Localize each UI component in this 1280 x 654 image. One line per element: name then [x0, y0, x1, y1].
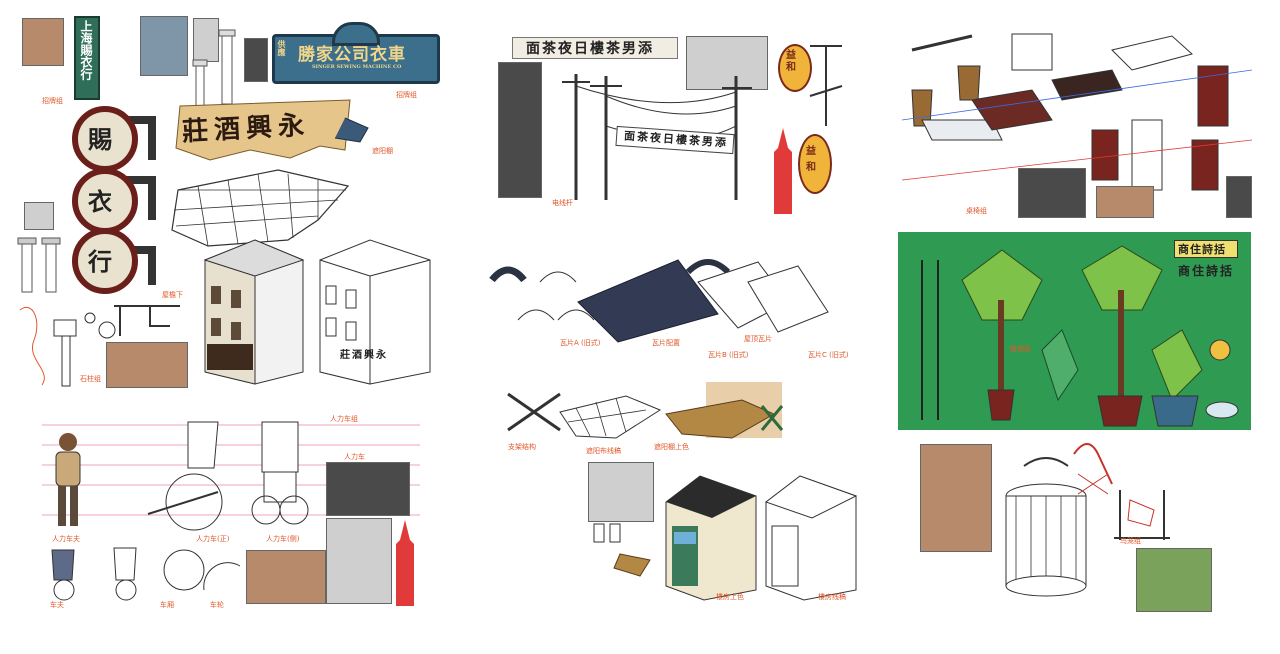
cloth-banner [175, 99, 369, 161]
red-silhouette [774, 128, 792, 214]
rickshaw-parts [51, 547, 241, 601]
note-label: 人力车 [344, 453, 365, 461]
gold-round-sign [778, 44, 812, 92]
note-label: 鸟笼组 [1120, 537, 1141, 545]
gold-round-sign [798, 134, 832, 194]
round-sign-char: 行 [88, 247, 112, 276]
note-label: 电线杆 [552, 199, 573, 207]
reference-photo [193, 18, 219, 62]
note-label: 人力车(正) [196, 535, 230, 543]
reference-photo [246, 550, 326, 604]
note-label: 车轮 [210, 601, 224, 609]
building-colored [203, 239, 305, 385]
awning-colored [665, 399, 784, 439]
round-sign-char: 衣 [88, 187, 112, 216]
building-lineart [764, 475, 858, 601]
ornament-sketch [19, 307, 116, 387]
note-label: 楼房线稿 [818, 593, 846, 601]
top-banner-text: 面茶夜日樓茶男添 [526, 41, 654, 57]
note-label: 瓦片C (旧式) [808, 351, 849, 359]
awning-support [507, 392, 561, 432]
reference-photo [1096, 186, 1154, 218]
sign-bracket [809, 45, 843, 126]
bird-perch-sketch [1114, 490, 1170, 540]
green-panel-sign [1174, 240, 1238, 258]
note-label: 招牌组 [396, 91, 417, 99]
note-label: 石柱组 [80, 375, 101, 383]
reference-photo [326, 518, 392, 604]
reference-photo [686, 36, 768, 90]
reference-photo [588, 462, 654, 522]
reference-photo [498, 62, 542, 198]
note-label: 遮阳棚 [372, 147, 393, 155]
shop-sign-small-text: 莊酒興永 [340, 350, 388, 361]
furniture-set [901, 33, 1253, 191]
reference-photo [1018, 168, 1086, 218]
awning-wireframe [171, 169, 350, 247]
round-sign-char: 賜 [88, 125, 112, 154]
red-silhouette [396, 520, 414, 606]
reference-photo [1226, 176, 1252, 218]
reference-photo [920, 444, 992, 552]
blue-board-side-text: 供應 [277, 40, 287, 56]
note-label: 楼房上色 [716, 593, 744, 601]
eave-sketch [114, 305, 180, 336]
note-label: 遮阳布线稿 [586, 447, 621, 455]
note-label: 招牌组 [42, 97, 63, 105]
round-sign [72, 228, 138, 294]
note-label: 人力车(侧) [266, 535, 300, 543]
small-sketches [593, 523, 651, 577]
gold-round-sign-text: 益和 [786, 50, 796, 73]
vertical-shop-sign-text: 上海賜衣行 [79, 20, 93, 80]
note-label: 瓦片A (旧式) [560, 339, 601, 347]
note-label: 植物组 [1010, 345, 1031, 353]
rickshaw-side [147, 421, 223, 531]
reference-photo [326, 462, 410, 516]
note-label: 屋檐下 [162, 291, 183, 299]
note-label: 人力车夫 [52, 535, 80, 543]
top-banner [512, 37, 678, 59]
gold-round-sign-text: 益和 [806, 146, 816, 173]
rickshaw-puller [55, 433, 81, 526]
building-colored [665, 475, 757, 601]
note-label: 车厢 [160, 601, 174, 609]
cloth-banner-text: 莊酒興永 [181, 110, 311, 148]
green-panel-sign-text: 商住詩括 [1178, 264, 1235, 278]
note-label: 遮阳棚上色 [654, 443, 689, 451]
note-label: 瓦片配置 [652, 339, 680, 347]
birdcage-lineart [1005, 457, 1087, 597]
note-label: 桌椅组 [966, 207, 987, 215]
note-label: 屋顶瓦片 [744, 335, 772, 343]
reference-photo [1136, 548, 1212, 612]
roof-tiles [489, 259, 829, 343]
building-lineart [319, 239, 431, 385]
reference-photo [140, 16, 188, 76]
note-label: 车夫 [50, 601, 64, 609]
awning-net [559, 395, 662, 439]
birdcage-hook [1073, 443, 1113, 495]
plant-set [921, 245, 1239, 427]
blue-board-subtext: SINGER SEWING MACHINE CO [312, 64, 402, 70]
blue-board-crest [332, 22, 380, 46]
reference-photo [22, 18, 64, 66]
note-label: 瓦片B (旧式) [708, 351, 749, 359]
note-label: 支架结构 [508, 443, 536, 451]
reference-photo [244, 38, 268, 82]
vertical-shop-sign [74, 16, 100, 100]
column-sketch [17, 237, 61, 293]
rickshaw-front [251, 421, 309, 525]
reference-photo [106, 342, 188, 388]
blue-board-text: 勝家公司衣車 [298, 45, 406, 65]
note-label: 人力车组 [330, 415, 358, 423]
reference-photo [24, 202, 54, 230]
green-panel-sign-top-text: 商住詩括 [1178, 243, 1226, 256]
